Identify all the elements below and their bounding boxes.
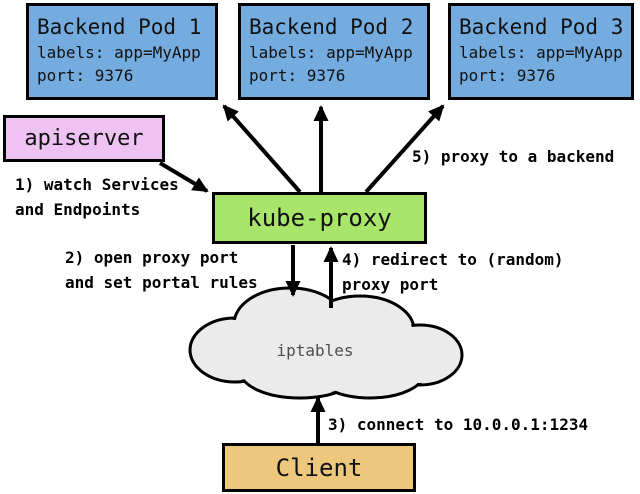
client-label: Client [275, 453, 363, 482]
step1-line1: 1) watch Services [15, 175, 179, 194]
backend-pod-1-labels: labels: app=MyApp [37, 43, 201, 62]
step1-line2: and Endpoints [15, 200, 141, 219]
iptables-label: iptables [276, 341, 353, 360]
arrow-step5-kube-proxy-to-pod1 [222, 104, 302, 194]
kube-proxy-box: kube-proxy [212, 192, 427, 244]
apiserver-box: apiserver [3, 115, 165, 162]
iptables-cloud: iptables [188, 286, 464, 400]
step3-line1: 3) connect to 10.0.0.1:1234 [328, 415, 589, 434]
step5-line1: 5) proxy to a backend [412, 147, 615, 166]
kube-proxy-label: kube-proxy [247, 204, 392, 232]
backend-pod-2-box: Backend Pod 2 labels: app=MyApp port: 93… [238, 3, 430, 100]
step3-annotation: 3) connect to 10.0.0.1:1234 [328, 412, 588, 437]
step4-line1: 4) redirect to (random) [342, 250, 564, 269]
backend-pod-3-port: port: 9376 [459, 66, 556, 85]
step4-annotation: 4) redirect to (random) proxy port [342, 247, 564, 297]
backend-pod-2-labels: labels: app=MyApp [249, 43, 413, 62]
backend-pod-2-title: Backend Pod 2 [249, 15, 414, 39]
backend-pod-1-title: Backend Pod 1 [37, 15, 202, 39]
backend-pod-2-port: port: 9376 [249, 66, 346, 85]
apiserver-label: apiserver [24, 126, 144, 151]
client-box: Client [222, 443, 416, 492]
step1-annotation: 1) watch Services and Endpoints [15, 172, 179, 222]
step5-annotation: 5) proxy to a backend [412, 144, 614, 169]
backend-pod-3-box: Backend Pod 3 labels: app=MyApp port: 93… [448, 3, 634, 100]
step2-line2: and set portal rules [65, 273, 258, 292]
step4-line2: proxy port [342, 275, 439, 294]
backend-pod-3-title: Backend Pod 3 [459, 15, 624, 39]
backend-pod-1-box: Backend Pod 1 labels: app=MyApp port: 93… [26, 3, 218, 100]
backend-pod-1-port: port: 9376 [37, 66, 134, 85]
step2-annotation: 2) open proxy port and set portal rules [65, 245, 258, 295]
step2-line1: 2) open proxy port [65, 248, 239, 267]
backend-pod-3-labels: labels: app=MyApp [459, 43, 623, 62]
